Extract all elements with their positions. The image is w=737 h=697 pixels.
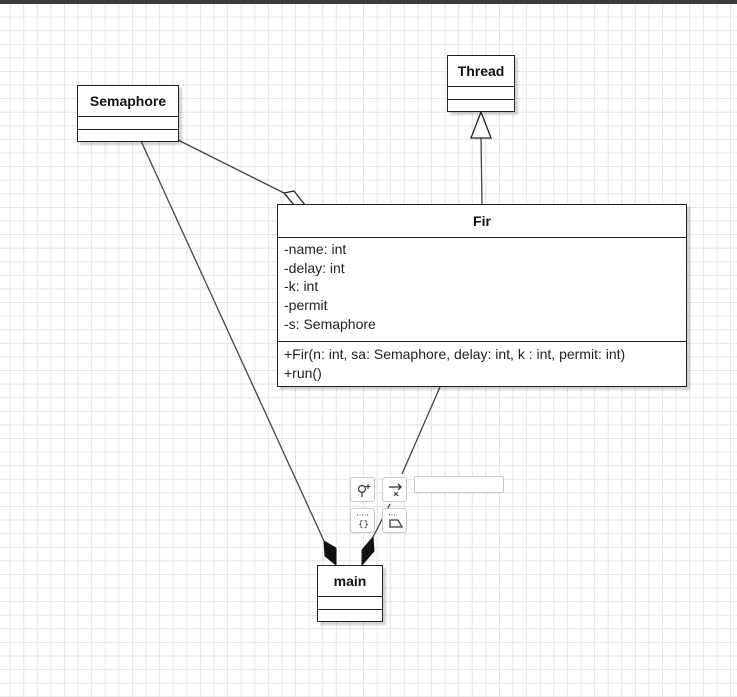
attribute-row: -name: int — [284, 241, 347, 257]
attribute-row: -s: Semaphore — [284, 315, 376, 332]
composition-diamond-right — [361, 535, 375, 567]
attributes-section — [78, 116, 178, 129]
methods-section — [318, 609, 382, 621]
aggregation-diamond — [282, 190, 307, 206]
class-main[interactable]: main — [317, 565, 383, 622]
edge-fir-thread[interactable] — [480, 137, 483, 206]
attributes-section — [448, 86, 514, 99]
class-name: Thread — [457, 63, 505, 79]
attributes-section — [318, 596, 382, 609]
format-code-icon[interactable]: {} — [350, 508, 375, 533]
class-fir[interactable]: Fir -name: int -delay: int -k: int -perm… — [277, 204, 687, 387]
connector-label-input[interactable] — [414, 476, 504, 493]
attribute-row: -k: int — [284, 278, 319, 295]
method-row: +Fir(n: int, sa: Semaphore, delay: int, … — [284, 346, 626, 362]
top-bar — [0, 0, 737, 4]
edge-semaphore-main[interactable] — [140, 140, 325, 542]
class-semaphore[interactable]: Semaphore — [77, 85, 179, 142]
composition-diamond-left — [323, 540, 337, 567]
method-row: +run() — [284, 364, 322, 381]
methods-section: +Fir(n: int, sa: Semaphore, delay: int, … — [278, 341, 686, 386]
insert-connector-icon[interactable] — [382, 477, 407, 502]
methods-section — [448, 99, 514, 111]
methods-section — [78, 129, 178, 141]
add-connected-icon[interactable] — [350, 477, 375, 502]
class-thread[interactable]: Thread — [447, 55, 515, 112]
attribute-row: -delay: int — [284, 259, 345, 276]
class-name: Semaphore — [89, 93, 167, 109]
class-name: main — [333, 573, 367, 589]
attributes-section: -name: int -delay: int -k: int -permit -… — [278, 237, 686, 341]
edge-fir-semaphore[interactable] — [177, 139, 285, 194]
generalization-arrow — [470, 110, 492, 139]
attribute-row: -permit — [284, 297, 328, 314]
svg-text:{}: {} — [358, 520, 369, 530]
class-name: Fir — [473, 213, 491, 229]
edge-fir-main[interactable] — [401, 386, 441, 475]
edit-shape-icon[interactable] — [382, 508, 407, 533]
